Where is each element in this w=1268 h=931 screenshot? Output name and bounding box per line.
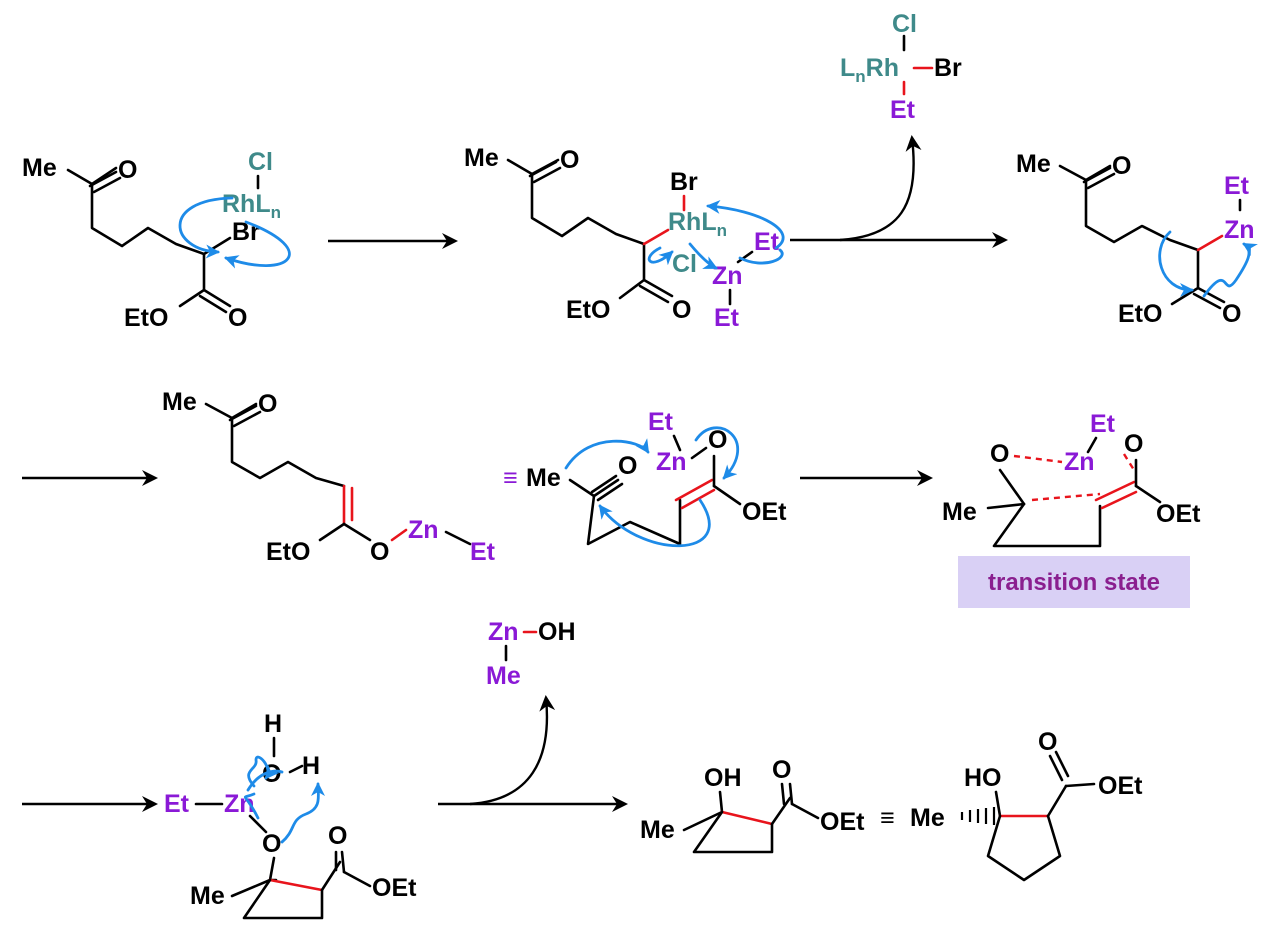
label-oh: OH [538,618,576,646]
label-eto: EtO [1118,300,1162,328]
label-oet: OEt [742,498,787,526]
label-oh: OH [704,764,742,792]
structure-zinc-alkyl: Me O Et Zn EtO O [1016,150,1258,328]
label-o-ester: O [772,756,791,784]
label-et: Et [1224,172,1250,200]
label-ln-rh: LnRh [840,54,899,86]
label-et-upper: Et [754,228,780,256]
label-et: Et [164,790,190,818]
structure-zinc-enolate: Me O EtO O Zn Et [162,388,496,566]
hashed-wedge-bond [960,807,996,825]
label-o-alkoxide: O [262,830,281,858]
structure-zinc-alkoxide-hydrolysis: H O H Et Zn O O OEt Me [164,710,417,920]
label-zn: Zn [1064,448,1095,476]
structure-bromo-ester-rh-complex: Me O Cl RhLn Br EtO O [22,148,291,332]
label-et-lower: Et [714,304,740,332]
label-o-ester: O [1038,728,1057,756]
label-zn: Zn [656,448,687,476]
label-o: O [258,390,277,418]
structure-rh-zn-transmetalation: Me O Br RhLn Cl Zn Et Et EtO O [464,144,785,332]
label-me: Me [1016,150,1051,178]
label-h-right: H [302,752,320,780]
label-o-ester: O [228,304,247,332]
label-cl: Cl [672,250,697,278]
label-rhln: RhLn [668,208,727,240]
label-zn: Zn [408,516,439,544]
label-me: Me [162,388,197,416]
structure-chelated-enolate: ≡ Me O Et Zn O OEt [503,408,787,548]
structure-product-cyclopentanol: ≡ Me HO O OEt [880,728,1143,882]
label-o: O [1112,152,1131,180]
label-zn: Zn [488,618,519,646]
label-o-ester: O [672,296,691,324]
structure-product-chair: OH O OEt Me [640,756,865,854]
label-me: Me [910,804,945,832]
label-eto: EtO [266,538,310,566]
label-o: O [118,156,137,184]
transition-state-box [958,556,1190,608]
label-eto: EtO [124,304,168,332]
label-rh: RhLn [222,190,281,222]
label-oet: OEt [1156,500,1201,528]
label-o-ester: O [1124,430,1143,458]
label-me: Me [190,882,225,910]
arrow-byproduct-1 [839,135,922,242]
label-oet: OEt [820,808,865,836]
label-ho: HO [964,764,1002,792]
structure-transition-state: O Et Zn O Me OEt [942,410,1201,548]
byproduct-rh-complex: Cl LnRh Br Et [840,10,962,124]
label-et: Et [470,538,496,566]
label-o: O [618,452,637,480]
label-et: Et [1090,410,1116,438]
label-br: Br [670,168,698,196]
label-br: Br [934,54,962,82]
label-o-enolate: O [370,538,389,566]
label-oet: OEt [372,874,417,902]
label-h-top: H [264,710,282,738]
label-cl: Cl [892,10,917,38]
label-me: Me [464,144,499,172]
label-me: Me [22,154,57,182]
label-o: O [560,146,579,174]
label-me: Me [640,816,675,844]
label-zn: Zn [712,262,743,290]
transition-state-label: transition state [988,569,1160,596]
label-o-ester: O [708,426,727,454]
label-o-ester: O [328,822,347,850]
label-eto: EtO [566,296,610,324]
label-zn: Zn [1224,216,1255,244]
label-oet: OEt [1098,772,1143,800]
label-me: Me [526,464,561,492]
label-me: Me [942,498,977,526]
label-et: Et [890,96,916,124]
label-equiv: ≡ [503,464,518,492]
label-o: O [990,440,1009,468]
label-cl: Cl [248,148,273,176]
label-me: Me [486,662,521,690]
arrow-byproduct-2 [469,695,556,806]
byproduct-zn-hydroxide: Zn OH Me [486,618,576,690]
label-o-ester: O [1222,300,1241,328]
label-equiv: ≡ [880,804,895,832]
label-et: Et [648,408,674,436]
